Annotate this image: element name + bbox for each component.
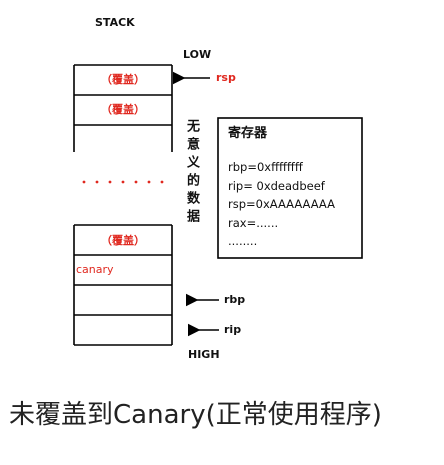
gap-dot [82,180,86,184]
register-rbp-value: rbp=0xffffffff [228,160,303,174]
stack-slot-overwritten: （覆盖） [101,103,145,116]
stack-upper-block [73,64,173,152]
register-rsp-value: rsp=0xAAAAAAAA [228,197,335,211]
meaningless-data-label: 无意义的数据 [184,119,199,227]
canary-slot-label: canary [76,263,114,276]
register-more-values: ........ [228,234,258,248]
diagram-caption: 未覆盖到Canary(正常使用程序) [9,400,382,430]
register-values: rbp=0xffffffff rip= 0xdeadbeef rsp=0xAAA… [228,158,335,251]
register-rip-value: rip= 0xdeadbeef [228,178,325,193]
stack-title: STACK [95,16,135,29]
stack-lower-block [73,224,173,346]
gap-dot [134,180,138,184]
gap-dot [160,180,164,184]
gap-dot [95,180,99,184]
rip-pointer-label: rip [224,323,242,336]
register-panel-title: 寄存器 [228,126,268,141]
stack-slot-rbp [74,285,172,315]
register-rax-value: rax=...... [228,215,279,230]
rbp-pointer-label: rbp [224,293,246,306]
stack-slot-overwritten: （覆盖） [101,73,145,86]
stack-slot-overwritten: （覆盖） [101,234,145,247]
register-box [217,117,363,259]
stack-gap-dots [82,180,164,184]
rsp-pointer-label: rsp [216,71,236,84]
low-address-label: LOW [183,48,212,61]
high-address-label: HIGH [188,348,220,361]
gap-dot [121,180,125,184]
stack-slot-rip [74,315,172,345]
gap-dot [147,180,151,184]
gap-dot [108,180,112,184]
